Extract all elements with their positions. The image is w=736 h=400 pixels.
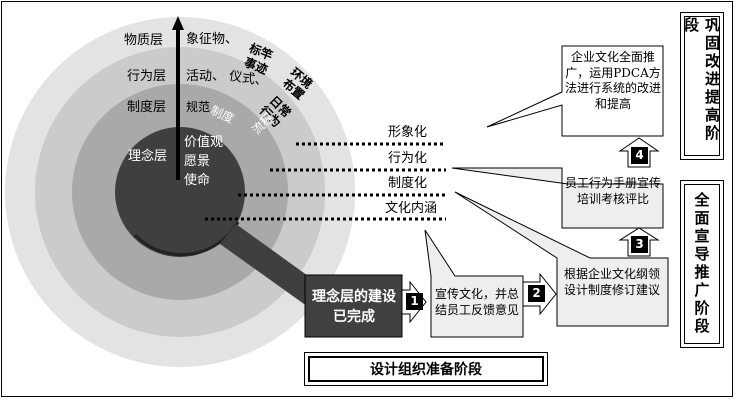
callout-2-shape: [454, 191, 669, 327]
callout-4: 企业文化全面推广，运用PDCA方法进行系统的改进和提高: [565, 50, 662, 111]
ring-core: [115, 127, 245, 257]
step-number-3: 3: [631, 236, 648, 253]
center-arrow-head: [172, 16, 184, 30]
callout-1: 宣传文化，并总结员工反馈意见: [434, 287, 519, 318]
callout-3-shape: [451, 167, 664, 229]
ring-core-item-3: 使命: [184, 173, 211, 188]
ring-core-item-2: 愿景: [184, 154, 211, 169]
stage-consolidate-label: 巩固改进提高阶段: [682, 17, 721, 143]
level-label-3: 制度化: [388, 176, 428, 191]
core-done-box: 理念层的建设已完成: [312, 289, 396, 326]
stage-promote-label: 全面宣导推广阶段: [692, 192, 711, 336]
ring-second-name: 行为层: [127, 69, 167, 84]
step-number-2: 2: [528, 285, 545, 302]
level-label-1: 形象化: [388, 125, 428, 140]
step-number-4: 4: [631, 147, 648, 164]
stage-consolidate-box: 巩固改进提高阶段: [680, 12, 724, 160]
ring-third-item-1: 规范: [186, 100, 211, 114]
ring-core-name: 理念层: [128, 149, 168, 164]
stage-promote-box: 全面宣导推广阶段: [680, 180, 724, 348]
level-label-4: 文化内涵: [385, 201, 438, 216]
step-number-1: 1: [406, 293, 423, 310]
ring-core-item-1: 价值观: [184, 135, 224, 150]
ring-third-name: 制度层: [127, 100, 167, 115]
core-arrow: [220, 224, 322, 304]
ring-outer-item-1: 象征物、: [186, 32, 239, 47]
stage-design-label: 设计组织准备阶段: [370, 362, 482, 378]
callout-2: 根据企业文化纲领设计制度修订建议: [563, 267, 660, 298]
level-label-2: 行为化: [388, 151, 428, 166]
callout-3: 员工行为手册宣传培训考核评比: [565, 176, 662, 207]
callout-4-shape: [486, 45, 664, 137]
ring-second-item-1: 活动、: [186, 69, 226, 84]
callout-1-shape: [424, 229, 524, 338]
ring-outer-name: 物质层: [124, 33, 164, 48]
stage-design-box: 设计组织准备阶段: [304, 352, 548, 386]
